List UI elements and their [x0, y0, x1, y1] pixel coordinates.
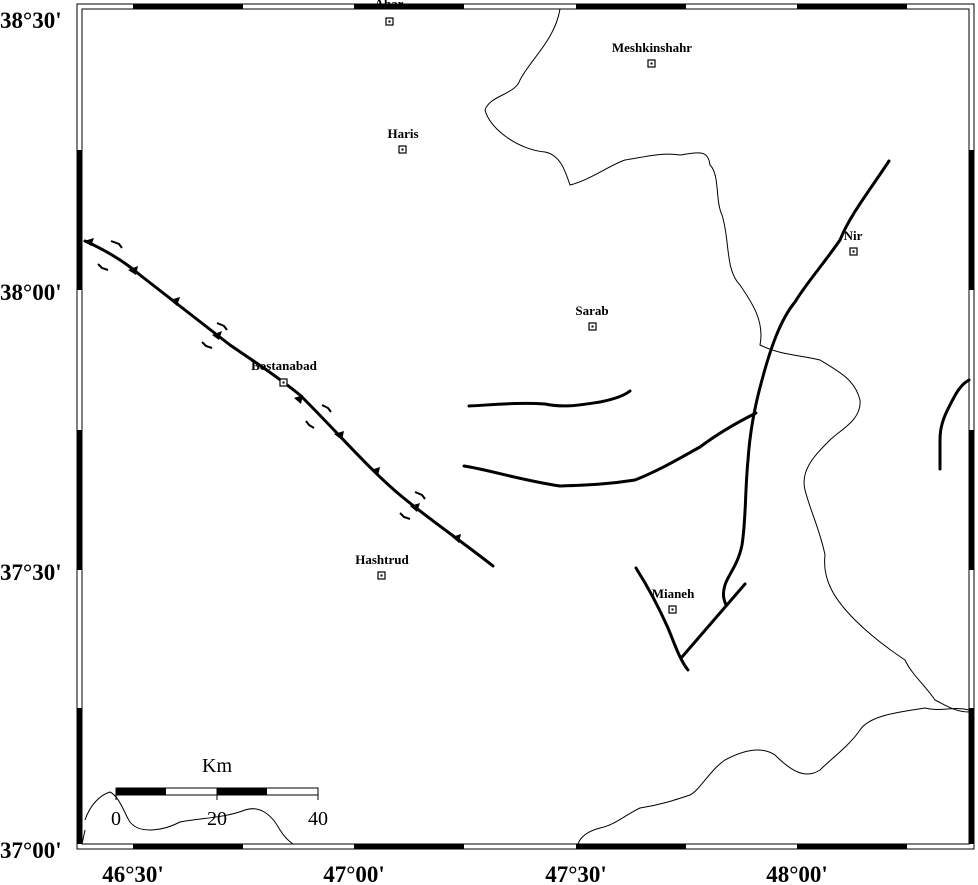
- city-sarab-marker: [588, 322, 597, 331]
- fault-line-mianeh-west: [634, 566, 690, 672]
- lat-tick-labels: 38°30' 38°00' 37°30' 37°00': [0, 8, 62, 863]
- fault-line-nir: [721, 159, 891, 607]
- fault-line-mianeh-east: [680, 582, 747, 659]
- city-labels: Ahar Meshkinshahr Haris Nir Sarab Bostan…: [251, 0, 862, 601]
- city-label-sarab: Sarab: [575, 303, 608, 318]
- city-haris-marker: [398, 145, 407, 154]
- lat-tick-label: 38°30': [0, 8, 62, 33]
- scale-bar-label: 0: [111, 808, 121, 830]
- boundary-lines: [81, 8, 970, 845]
- city-markers: [279, 17, 858, 614]
- city-hashtrud-marker: [377, 571, 386, 580]
- city-mianeh-marker: [668, 605, 677, 614]
- map-frame: [76, 3, 975, 850]
- city-label-nir: Nir: [844, 228, 863, 243]
- scale-bar-label: 20: [207, 808, 227, 830]
- scale-bar-label: 40: [308, 808, 328, 830]
- thrust-fault-line: [83, 239, 495, 568]
- fault-line-east-edge: [938, 378, 971, 471]
- city-label-hashtrud: Hashtrud: [355, 552, 409, 567]
- fault-line-sarab-south: [462, 411, 758, 488]
- city-label-meshkinshahr: Meshkinshahr: [612, 40, 692, 55]
- thrust-teeth: [84, 238, 461, 543]
- lat-tick-label: 37°30': [0, 560, 62, 585]
- city-label-haris: Haris: [387, 126, 418, 141]
- city-bostanabad-marker: [279, 378, 288, 387]
- city-label-mianeh: Mianeh: [652, 586, 695, 601]
- strike-slip-arrows: [97, 240, 426, 520]
- fault-lines: [83, 159, 971, 672]
- city-nir-marker: [849, 247, 858, 256]
- city-label-bostanabad: Bostanabad: [251, 358, 318, 373]
- scale-bar-unit: Km: [202, 755, 232, 777]
- city-meshkinshahr-marker: [647, 59, 656, 68]
- lat-tick-label: 38°00': [0, 280, 62, 305]
- lat-tick-label: 37°00': [0, 838, 62, 863]
- lon-tick-label: 46°30': [102, 862, 164, 885]
- scale-bar: Km 0 20 40: [111, 755, 328, 830]
- city-ahar-marker: [385, 17, 394, 26]
- lon-tick-label: 47°30': [545, 862, 607, 885]
- lon-tick-label: 48°00': [766, 862, 828, 885]
- lon-tick-labels: 46°30' 47°00' 47°30' 48°00': [102, 862, 828, 885]
- lon-tick-label: 47°00': [323, 862, 385, 885]
- city-label-ahar: Ahar: [375, 0, 404, 11]
- fault-line-sarab-north: [467, 389, 632, 408]
